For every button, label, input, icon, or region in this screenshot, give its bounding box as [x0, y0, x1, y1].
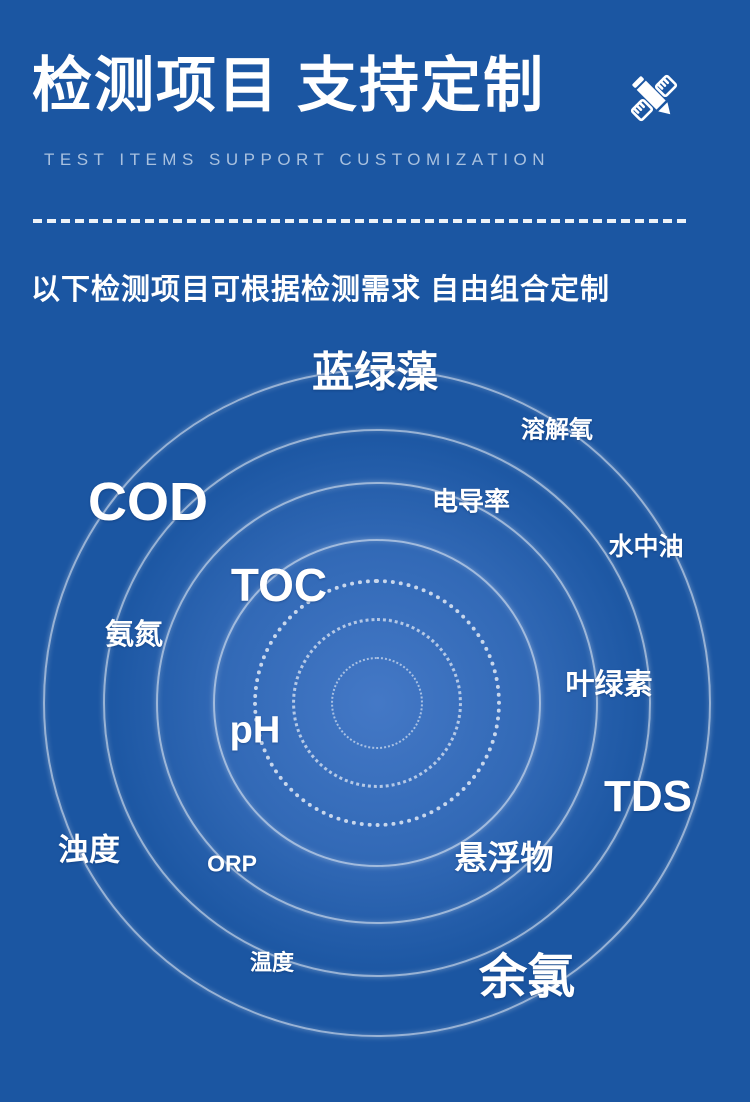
diagram-label: 溶解氧 — [521, 416, 593, 444]
diagram-label: TOC — [230, 559, 328, 611]
diagram-label: 蓝绿藻 — [311, 348, 439, 396]
diagram-label: COD — [88, 472, 208, 532]
dotted-ring-2 — [253, 579, 501, 827]
diagram-label: 电导率 — [431, 486, 511, 517]
diagram-label: 温度 — [249, 950, 295, 975]
diagram-label: 水中油 — [608, 533, 684, 561]
diagram-label: 悬浮物 — [454, 839, 554, 876]
solid-ring-3 — [43, 369, 711, 1037]
diagram-label: ORP — [207, 850, 257, 877]
diagram-label: 叶绿素 — [565, 669, 653, 701]
page-subtitle: TEST ITEMS SUPPORT CUSTOMIZATION — [44, 150, 550, 169]
diagram-label: pH — [229, 709, 281, 752]
diagram-label: TDS — [604, 772, 692, 821]
intro-text: 以下检测项目可根据检测需求 自由组合定制 — [31, 274, 611, 306]
dashed-divider — [33, 219, 687, 223]
page-title: 检测项目 支持定制 — [32, 53, 545, 119]
pencil-ruler-icon — [630, 74, 678, 122]
diagram-label: 氨氮 — [104, 619, 164, 651]
diagram-label: 浊度 — [58, 832, 120, 868]
diagram-label: 余氯 — [478, 951, 576, 1004]
